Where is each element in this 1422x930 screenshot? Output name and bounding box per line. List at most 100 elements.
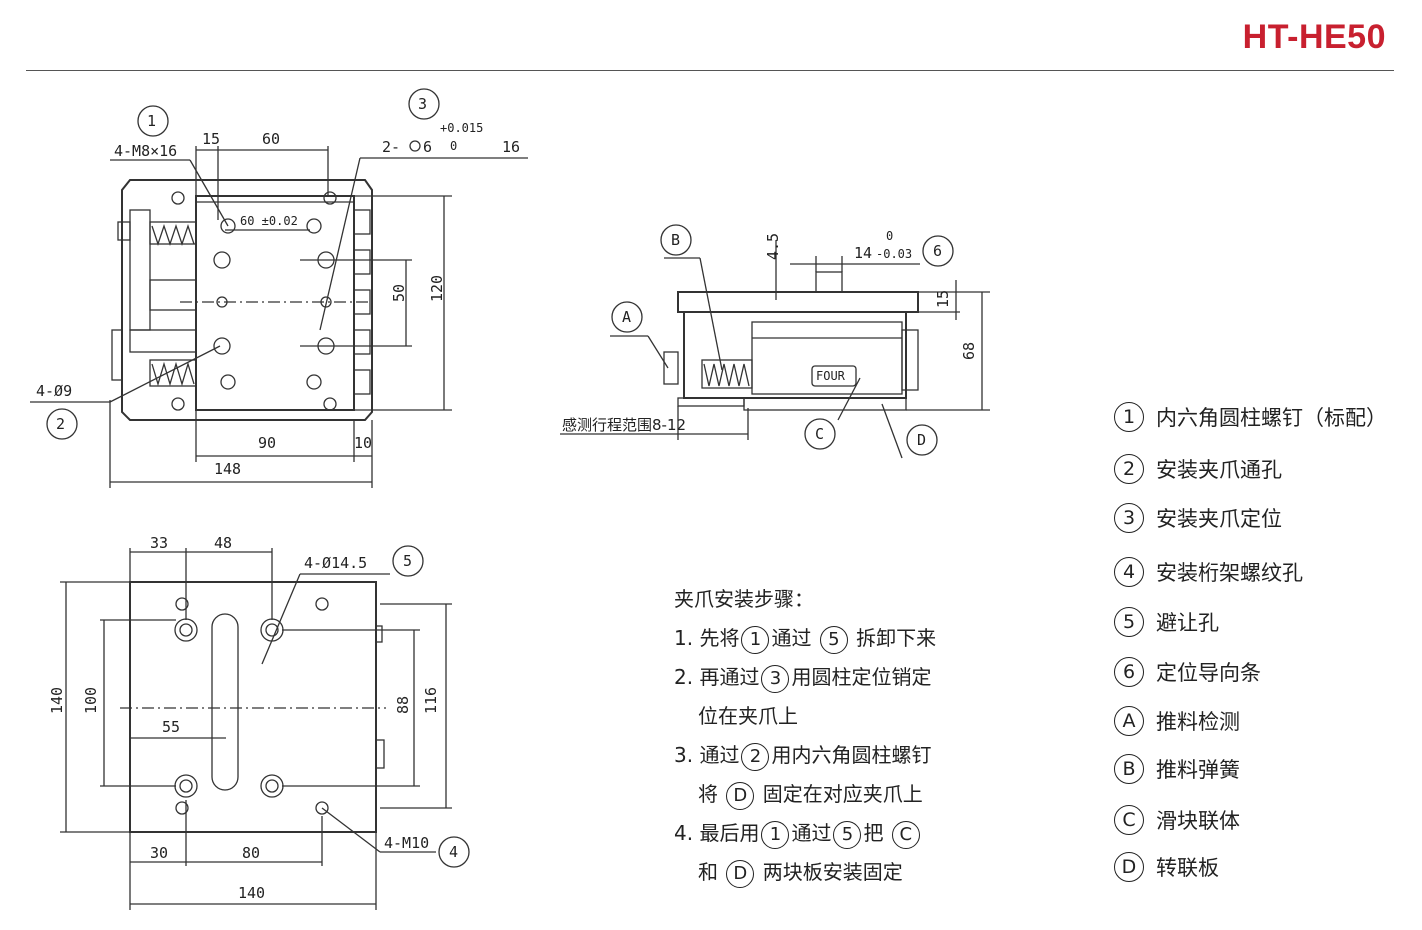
steps-title: 夹爪安装步骤： [674, 587, 814, 611]
side-view [560, 224, 990, 459]
step-text: 2. 再通过 [674, 665, 760, 689]
brand-logo: FOUR [816, 369, 846, 383]
hole-label: 2- [382, 138, 400, 156]
legend-text: 推料检测 [1156, 710, 1240, 734]
step-callout: 3 [761, 664, 790, 693]
step-text: 将 [698, 782, 718, 806]
dim-100: 100 [82, 687, 100, 714]
legend-badge: 3 [1114, 503, 1144, 533]
legend-item-1: 1 内六角圆柱螺钉（标配） [1114, 402, 1387, 432]
dim-60-tol: 60 ±0.02 [240, 214, 298, 228]
step-text: 1. 先将 [674, 626, 740, 650]
callout-6: 6 [933, 242, 942, 260]
top-view [30, 88, 528, 488]
dim-55: 55 [162, 718, 180, 736]
callout-3: 3 [418, 95, 427, 113]
dim-140-h: 140 [238, 884, 265, 902]
legend-text: 安装夹爪通孔 [1156, 458, 1282, 482]
dim-4-5: 4.5 [764, 233, 782, 260]
step-callout: C [891, 820, 920, 849]
callout-c: C [815, 425, 824, 443]
step-text: 把 [863, 821, 884, 845]
step-text: 通过 [771, 626, 812, 650]
step-callout: D [726, 859, 755, 888]
dim-80: 80 [242, 844, 260, 862]
legend-badge: 2 [1114, 454, 1144, 484]
legend-text: 安装夹爪定位 [1156, 507, 1282, 531]
callout-2: 2 [56, 415, 65, 433]
callout-b: B [671, 231, 680, 249]
step-text: 用圆柱定位销定 [791, 665, 932, 689]
step-callout: 5 [833, 820, 862, 849]
legend-item-5: 5 避让孔 [1114, 607, 1219, 637]
dim-48: 48 [214, 534, 232, 552]
step-text: 用内六角圆柱螺钉 [771, 743, 932, 767]
dim-15: 15 [202, 130, 220, 148]
legend-badge: B [1114, 754, 1144, 784]
dim-33: 33 [150, 534, 168, 552]
step-callout: 5 [819, 625, 848, 654]
legend-text: 转联板 [1156, 856, 1219, 880]
legend-text: 滑块联体 [1156, 809, 1240, 833]
dim-116: 116 [422, 687, 440, 714]
callout-a: A [622, 308, 631, 326]
legend-item-2: 2 安装夹爪通孔 [1114, 454, 1282, 484]
dim-140-v: 140 [48, 687, 66, 714]
callout-d: D [917, 431, 926, 449]
dim-90: 90 [258, 434, 276, 452]
callout-5: 5 [403, 552, 412, 570]
step-text: 固定在对应夹爪上 [762, 782, 923, 806]
callout-1: 1 [147, 112, 156, 130]
dim-88: 88 [394, 696, 412, 714]
step-callout: 1 [761, 820, 790, 849]
step-callout: D [726, 781, 755, 810]
tol-up: 0 [886, 229, 893, 243]
dim-120: 120 [428, 275, 446, 302]
dim-30: 30 [150, 844, 168, 862]
tol-upper: +0.015 [440, 121, 483, 135]
tol-low: -0.03 [876, 247, 912, 261]
legend-item-c: C 滑块联体 [1114, 805, 1240, 835]
step-callout: 2 [741, 742, 770, 771]
step-text: 和 [698, 860, 718, 884]
dim-68: 68 [960, 342, 978, 360]
dim-15-side: 15 [934, 290, 952, 308]
legend-text: 内六角圆柱螺钉（标配） [1156, 406, 1387, 430]
step-text: 4. 最后用 [674, 821, 760, 845]
through-hole: 4-Ø9 [36, 382, 72, 400]
model-title: HT-HE50 [1242, 18, 1386, 56]
callout-4: 4 [449, 843, 458, 861]
dim-50: 50 [390, 284, 408, 302]
plate-view [60, 545, 470, 910]
legend-item-3: 3 安装夹爪定位 [1114, 503, 1282, 533]
legend-badge: D [1114, 852, 1144, 882]
legend-badge: C [1114, 805, 1144, 835]
legend-badge: 1 [1114, 402, 1144, 432]
hole-dia: 6 [423, 138, 432, 156]
legend-text: 避让孔 [1156, 611, 1219, 635]
step-4-cont: 和 D 两块板安装固定 [674, 853, 936, 892]
legend-badge: 5 [1114, 607, 1144, 637]
legend-badge: A [1114, 706, 1144, 736]
step-3-cont: 将 D 固定在对应夹爪上 [674, 775, 936, 814]
legend-text: 安装桁架螺纹孔 [1156, 561, 1303, 585]
header-rule [26, 70, 1394, 71]
legend-badge: 6 [1114, 657, 1144, 687]
step-text: 3. 通过 [674, 743, 740, 767]
relief-hole: 4-Ø14.5 [304, 554, 367, 572]
tol-lower: 0 [450, 139, 457, 153]
step-callout: 1 [741, 625, 770, 654]
depth: 16 [502, 138, 520, 156]
thread-m10: 4-M10 [384, 834, 429, 852]
legend-badge: 4 [1114, 557, 1144, 587]
step-text: 拆卸下来 [856, 626, 937, 650]
dim-60: 60 [262, 130, 280, 148]
legend-item-a: A 推料检测 [1114, 706, 1240, 736]
